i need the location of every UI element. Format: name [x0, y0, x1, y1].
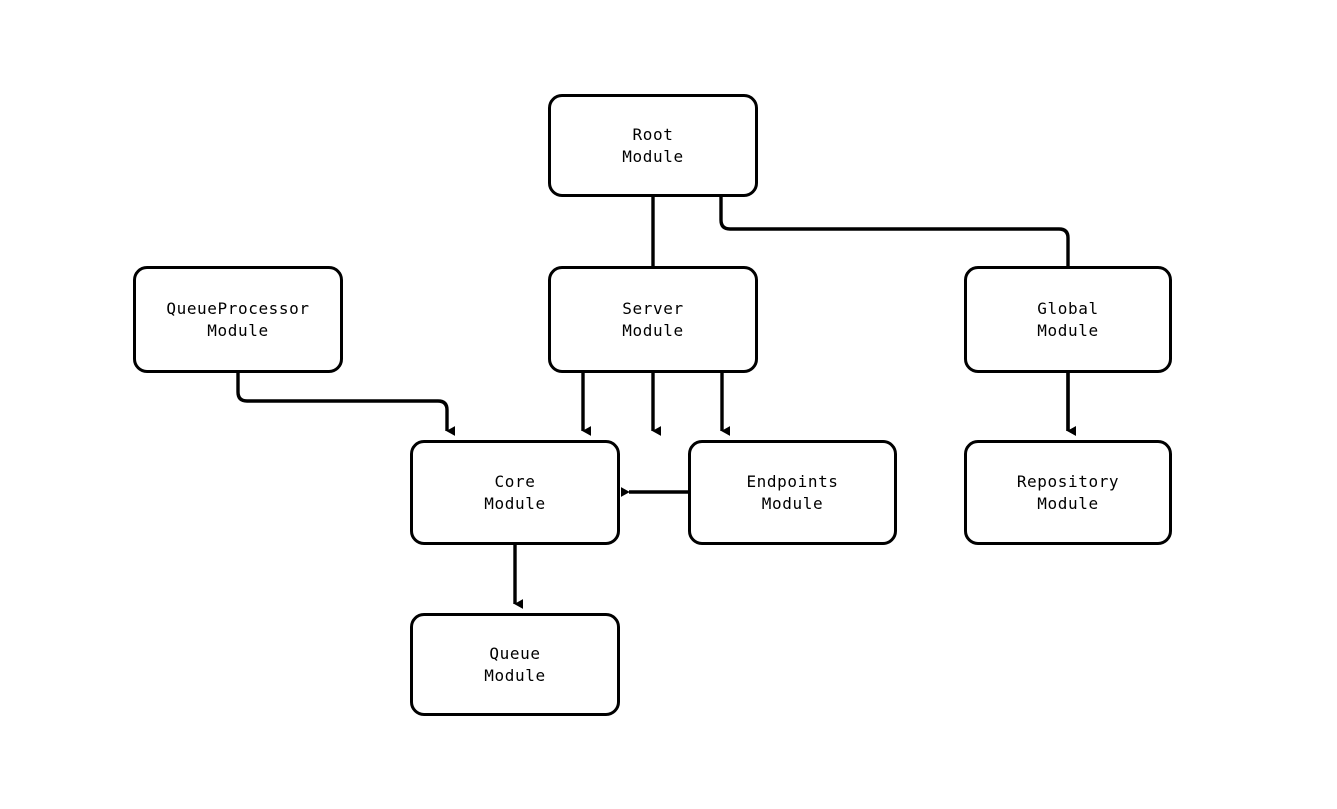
node-queueprocessor-module-subtitle: Module	[207, 320, 269, 340]
node-server-module-subtitle: Module	[622, 320, 684, 340]
node-queueprocessor-module-title: QueueProcessor	[166, 298, 310, 318]
node-repository-module[interactable]: Repository Module	[964, 440, 1172, 545]
node-queue-module[interactable]: Queue Module	[410, 613, 620, 716]
node-core-module[interactable]: Core Module	[410, 440, 620, 545]
node-server-module-title: Server	[622, 298, 684, 318]
node-global-module-title: Global	[1037, 298, 1099, 318]
node-queueprocessor-module[interactable]: QueueProcessor Module	[133, 266, 343, 373]
node-endpoints-module-title: Endpoints	[746, 471, 839, 491]
node-repository-module-subtitle: Module	[1037, 493, 1099, 513]
node-queue-module-subtitle: Module	[484, 665, 546, 685]
node-repository-module-title: Repository	[1016, 471, 1120, 491]
node-root-module[interactable]: Root Module	[548, 94, 758, 197]
node-endpoints-module[interactable]: Endpoints Module	[688, 440, 897, 545]
node-queue-module-title: Queue	[489, 643, 541, 663]
node-root-module-subtitle: Module	[622, 146, 684, 166]
node-root-module-title: Root	[632, 124, 674, 144]
node-endpoints-module-subtitle: Module	[761, 493, 824, 513]
node-server-module[interactable]: Server Module	[548, 266, 758, 373]
node-global-module-subtitle: Module	[1037, 320, 1099, 340]
node-core-module-title: Core	[494, 471, 536, 491]
edge-queueprocessor-to-core	[236, 373, 456, 436]
node-global-module[interactable]: Global Module	[964, 266, 1172, 373]
node-core-module-subtitle: Module	[484, 493, 546, 513]
